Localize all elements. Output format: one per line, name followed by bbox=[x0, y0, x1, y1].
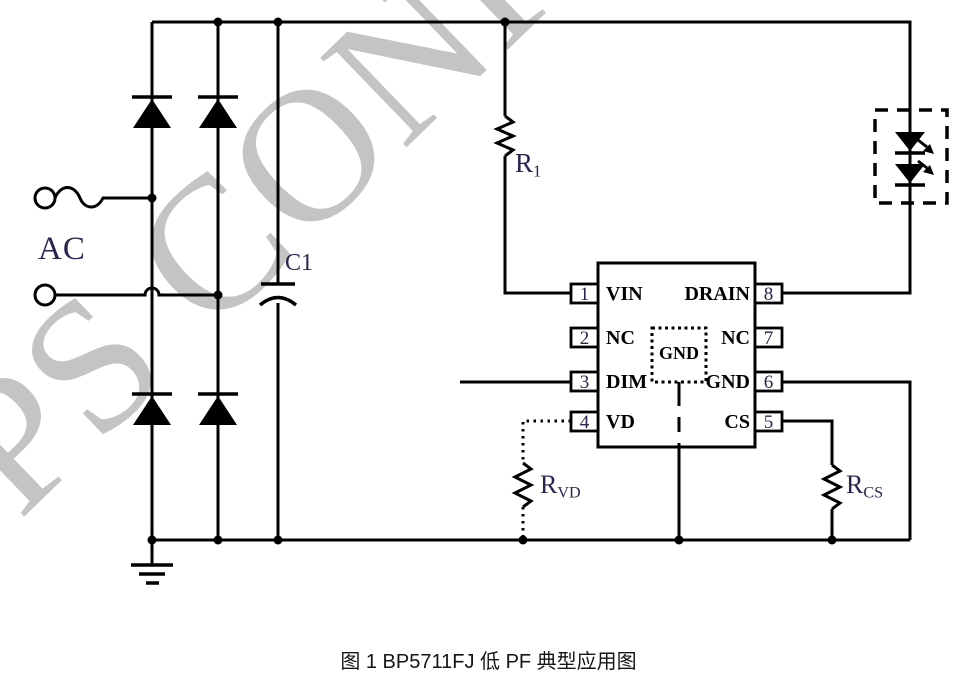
resistor-rvd-label: RVD bbox=[540, 470, 581, 502]
pin-box-1 bbox=[569, 282, 600, 305]
led-emission-arrows bbox=[917, 138, 934, 175]
resistor-rvd-zigzag bbox=[511, 461, 535, 509]
ic-pin-boxes bbox=[569, 282, 784, 433]
pin-number-5: 5 bbox=[763, 412, 774, 433]
ac-terminal-live bbox=[33, 186, 57, 210]
diode-bottom-left bbox=[133, 396, 171, 425]
pin-name-nc-left: NC bbox=[606, 327, 635, 349]
pin-name-cs: CS bbox=[724, 411, 750, 433]
pin-box-8 bbox=[753, 282, 784, 305]
pin-name-gnd: GND bbox=[705, 371, 750, 393]
resistor-r1-label: R1 bbox=[515, 148, 542, 181]
wire-gnd-pin6-return bbox=[782, 380, 912, 540]
wire-cs-to-rcs bbox=[782, 419, 834, 540]
pin-box-3 bbox=[569, 370, 600, 393]
diode-top-left bbox=[133, 99, 171, 128]
ground-symbol bbox=[131, 540, 173, 585]
pin-number-1: 1 bbox=[579, 284, 590, 305]
wire-r1-branch-to-vin bbox=[503, 22, 571, 295]
resistor-rcs-label: RCS bbox=[846, 470, 884, 502]
pin-name-dim: DIM bbox=[606, 371, 648, 393]
capacitor-c1-label: C1 bbox=[285, 250, 314, 276]
diode-cathode-bars bbox=[132, 95, 238, 396]
pin-number-7: 7 bbox=[763, 328, 774, 349]
wire-top-rail-and-drain bbox=[152, 20, 912, 295]
ic-thermal-pad bbox=[650, 326, 708, 384]
led-cathode-bars bbox=[895, 151, 925, 187]
thermal-pad-label: GND bbox=[659, 343, 699, 363]
pin-name-drain: DRAIN bbox=[684, 283, 750, 305]
pin-number-6: 6 bbox=[763, 372, 774, 393]
pin-number-4: 4 bbox=[579, 412, 590, 433]
capacitor-curved-plate bbox=[258, 295, 298, 307]
pin-box-5 bbox=[753, 410, 784, 433]
resistor-r1-zigzag bbox=[493, 114, 517, 158]
led-dashed-box bbox=[873, 108, 949, 205]
pin-box-7 bbox=[753, 326, 784, 349]
ac-terminal-neutral bbox=[33, 283, 57, 307]
capacitor-c1 bbox=[258, 282, 298, 307]
led-1 bbox=[895, 132, 925, 151]
diode-top-right bbox=[199, 99, 237, 128]
ac-terminals bbox=[33, 186, 57, 307]
figure-caption: 图 1 BP5711FJ 低 PF 典型应用图 bbox=[340, 651, 637, 673]
ac-input-label: AC bbox=[38, 231, 86, 267]
wire-ac-live-fuse bbox=[53, 186, 152, 209]
pin-box-6 bbox=[753, 370, 784, 393]
pin-number-8: 8 bbox=[763, 284, 774, 305]
led-2 bbox=[895, 164, 925, 183]
junction-dots bbox=[147, 17, 837, 545]
ic-body bbox=[596, 261, 757, 449]
pin-box-2 bbox=[569, 326, 600, 349]
led-load-string bbox=[873, 108, 949, 205]
pin-number-2: 2 bbox=[579, 328, 590, 349]
diode-bottom-right bbox=[199, 396, 237, 425]
pin-name-nc-right: NC bbox=[721, 327, 750, 349]
pin-box-4 bbox=[569, 410, 600, 433]
pin-name-vd: VD bbox=[606, 411, 635, 433]
resistor-rcs-zigzag bbox=[820, 463, 844, 511]
bridge-rectifier bbox=[132, 95, 238, 425]
pin-name-vin: VIN bbox=[606, 283, 643, 305]
pin-number-3: 3 bbox=[579, 372, 590, 393]
wire-vd-to-rvd-dotted bbox=[521, 419, 571, 540]
wire-ac-neutral-hop bbox=[55, 286, 218, 297]
